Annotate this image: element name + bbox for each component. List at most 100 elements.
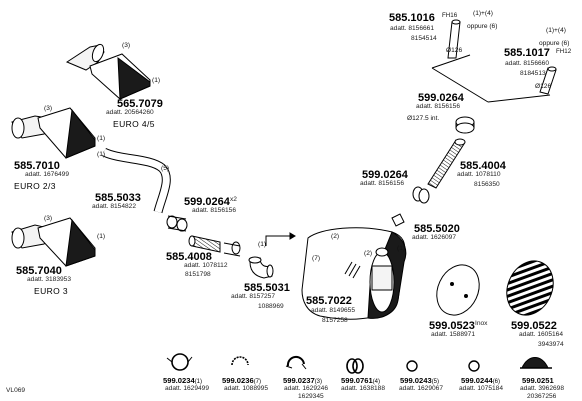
clamp-code: 599.0234(1) [163,376,203,385]
silencer-585-7022 [301,227,407,320]
qty-label: (3) [44,105,53,112]
part-ref: adatt. 1676499 [25,171,69,178]
part-ref: adatt. 1078112 [184,262,228,269]
clamp-ref: 20367256 [527,393,557,400]
model-label: FH16 [442,12,458,19]
qty-label: (1)+(4) [473,10,493,17]
euro-label: EURO 2/3 [14,181,56,191]
qty-label: (7) [312,255,321,262]
qty-label: (1) [97,151,106,158]
part-585-5020 [391,213,405,227]
clamp-code: 599.0243(5) [400,376,440,385]
part-ref: adatt. 8156156 [360,180,404,187]
clamp-code: 599.0251 [522,376,554,385]
diagram-id: VL069 [6,387,26,394]
clamp-ref: adatt. 1629067 [399,385,443,392]
part-ref: adatt. 8157257 [231,293,275,300]
silencer-565-7079 [65,43,151,100]
part-ref: 8157258 [322,317,348,324]
part-code: 585.7022 [306,295,352,307]
pipe-585-1017 [539,66,557,95]
qty-label: (1) [97,135,106,142]
clamp-code: 599.0244(6) [461,376,501,385]
part-ref: adatt. 20564260 [106,109,154,116]
clamp-599-0264-upper [455,116,475,134]
part-ref: 8156350 [474,181,500,188]
qty-label: (1) [258,241,267,248]
euro-label: EURO 3 [34,286,69,296]
part-code: 585.5033 [95,192,141,204]
clamp-icon-0237 [285,355,307,370]
clamp-icon-0236 [231,356,249,366]
part-code: 585.1017 [504,47,550,59]
part-ref: adatt. 8149655 [311,307,355,314]
clamp-ref: 1629345 [298,393,324,400]
elbow-585-5031 [248,256,274,279]
part-ref: 8154514 [411,35,437,42]
part-ref: adatt. 1605164 [519,331,563,338]
part-ref: adatt. 8156156 [416,103,460,110]
disc-599-0523 [436,264,480,316]
part-code: 585.4008 [166,251,212,263]
part-code: 599.0264 [362,169,408,181]
part-ref: adatt. 1078110 [457,171,501,178]
clamp-ref: adatt. 1088995 [224,385,268,392]
part-ref: adatt. 8154822 [92,203,136,210]
clamp-icon-0243 [406,360,418,372]
qty-label: (1)+(4) [546,27,566,34]
part-code: 585.5031 [244,282,290,294]
qty-label: (2) [364,250,373,257]
part-code: 585.7010 [14,160,60,172]
qty-label: (1) [152,77,161,84]
clamp-code: 599.0236(7) [222,376,262,385]
clamp-code: 599.0237(3) [283,376,323,385]
clamp-icon-0251 [520,357,552,369]
clamp-code: 599.0761(4) [341,376,381,385]
part-ref: adatt. 1626097 [412,234,456,241]
part-ref: adatt. 8156661 [390,25,434,32]
silencer-585-7040 [11,217,96,267]
part-ref: adatt. 1588971 [431,331,475,338]
clamp-ref: adatt. 3962698 [520,385,564,392]
part-ref: adatt. 8156660 [505,60,549,67]
clamp-599-0264-lower [412,186,430,204]
alternative-label: oppure (6) [467,23,498,30]
part-code: 585.5020 [414,223,460,235]
diameter-label: Ø126 [535,83,552,90]
part-suffix: Inox [475,320,488,327]
clamp-icon-0244 [468,360,480,372]
qty-label: (5) [161,165,170,172]
qty-label: (3) [122,42,131,49]
part-code: 565.7079 [117,98,163,110]
part-code: 599.0264 [184,196,230,208]
part-code: 585.7040 [16,265,62,277]
part-code: 599.0264 [418,92,464,104]
flexpipe-585-4004 [427,138,466,189]
clamp-ref: adatt. 1638188 [341,385,385,392]
clamp-ref: adatt. 1629499 [165,385,209,392]
part-code: 585.4004 [460,160,506,172]
part-code: 599.0523 [429,320,475,332]
grille-599-0522 [506,260,554,316]
qty-label: (1) [97,233,106,240]
flexpipe-585-4008 [188,235,241,257]
alternative-label: oppure (6) [539,40,570,47]
diameter-label: Ø127.5 int. [407,115,440,122]
qty-label: (2) [331,233,340,240]
part-ref: 8184513 [520,70,546,77]
clamp-599-0264-left [166,215,188,232]
part-code: 585.1016 [389,12,435,24]
clamp-ref: adatt. 1629246 [284,385,328,392]
part-ref: 3943974 [538,341,564,348]
model-label: FH12 [556,48,572,55]
part-ref: 1088969 [258,303,284,310]
pipe-585-5033 [101,147,171,214]
diameter-label: Ø126 [446,47,463,54]
part-ref: adatt. 3183953 [27,276,71,283]
clamp-icon-0234 [166,353,193,371]
pipe-585-1016 [447,19,461,59]
clamp-icon-0761 [346,358,364,374]
euro-label: EURO 4/5 [113,119,155,129]
part-ref: 8151798 [185,271,211,278]
